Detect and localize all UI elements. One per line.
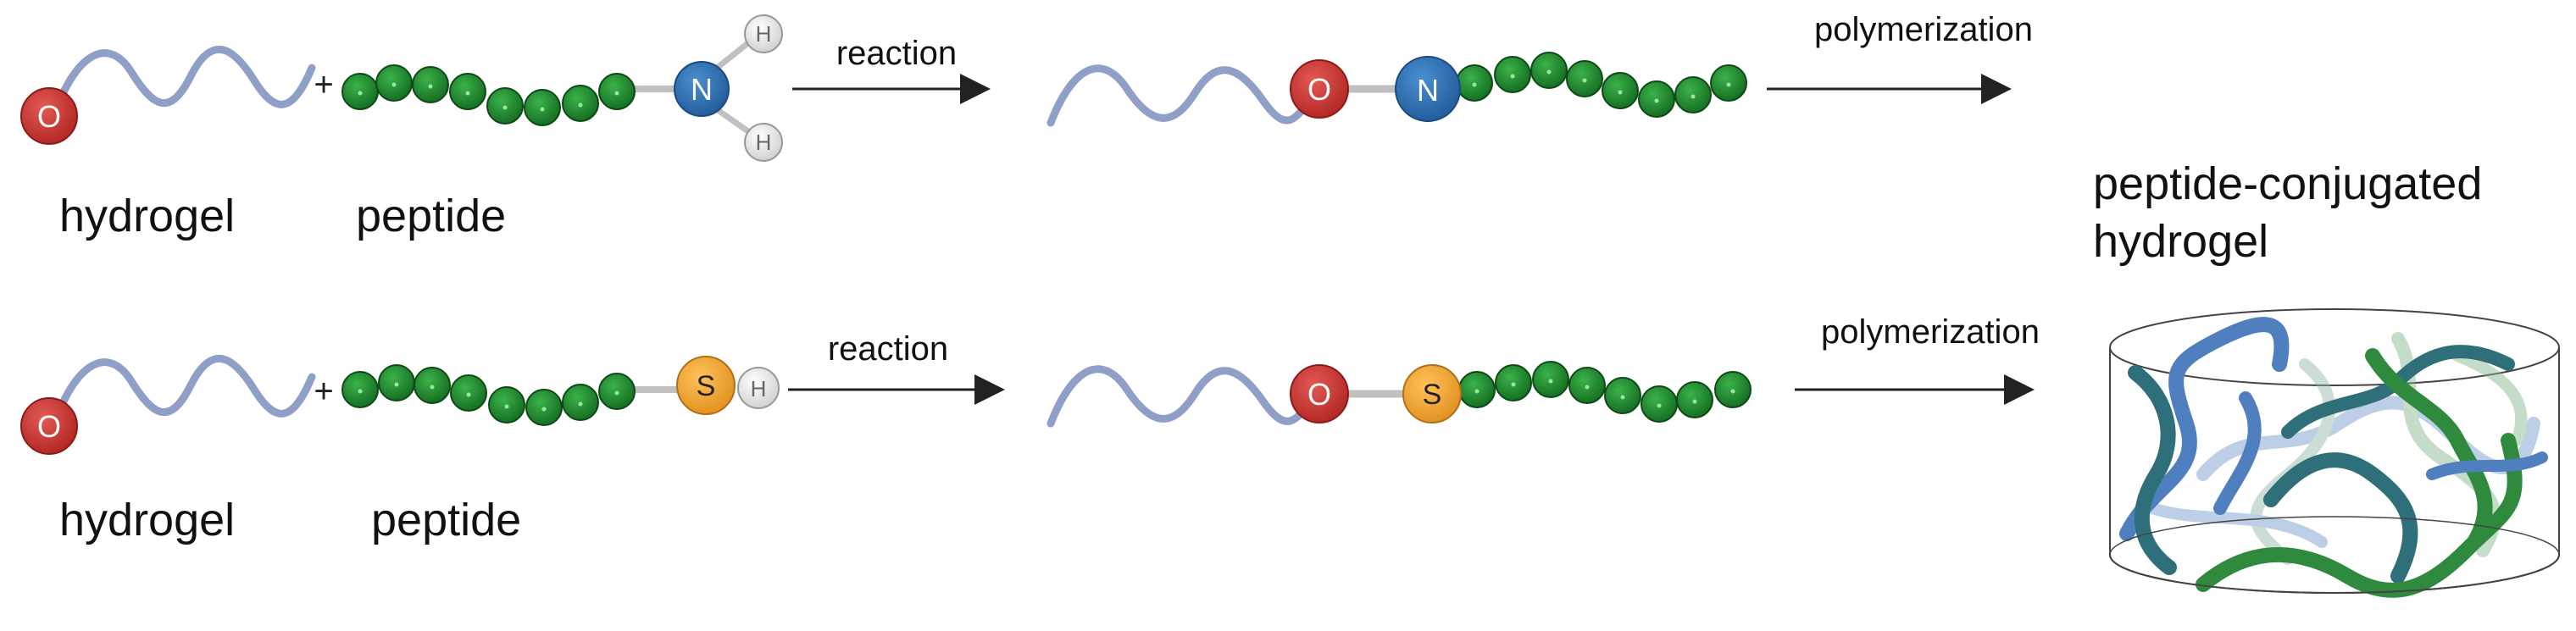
sulfur-label: S	[697, 370, 716, 402]
peptide-bead-highlight	[1474, 389, 1480, 394]
hydrogel-label: hydrogel	[59, 495, 235, 545]
hydrogel-molecule: O	[20, 45, 316, 145]
plus-sign: +	[314, 66, 333, 103]
reaction-label: reaction	[836, 35, 957, 72]
peptide-bead-highlight	[1726, 82, 1731, 87]
oxygen-atom	[20, 397, 78, 455]
peptide-bead-highlight	[504, 404, 509, 409]
product-title-line2: hydrogel	[2093, 216, 2268, 267]
peptide-bead-highlight	[578, 401, 583, 407]
hydrogel-molecule: O	[20, 354, 316, 455]
hydrogel-network-cylinder	[2109, 308, 2560, 598]
peptide-bead-highlight	[1730, 389, 1735, 394]
peptide-amine-molecule: N H H	[341, 14, 783, 162]
hydrogen-label: H	[756, 130, 772, 155]
peptide-thiol-molecule: S H	[341, 356, 780, 426]
peptide-bead-highlight	[614, 390, 619, 396]
peptide-bead-highlight	[1692, 399, 1697, 404]
plus-sign: +	[314, 373, 333, 410]
peptide-bead-highlight	[541, 407, 547, 412]
oxygen-atom	[1290, 364, 1349, 423]
polymerization-label: polymerization	[1821, 313, 2040, 351]
peptide-bead-highlight	[1618, 90, 1623, 95]
hydrogel-label: hydrogel	[59, 191, 235, 241]
peptide-bead-highlight	[1654, 98, 1659, 103]
conjugate-thioether-molecule: O S	[1046, 361, 1752, 428]
oxygen-label: O	[1307, 377, 1331, 412]
peptide-bead-highlight	[466, 392, 471, 397]
peptide-bead-highlight	[1511, 382, 1516, 387]
nitrogen-atom	[1395, 56, 1461, 122]
hydrogen-atom	[744, 123, 783, 162]
peptide-bead-highlight	[358, 389, 363, 394]
nitrogen-label: N	[691, 72, 713, 107]
oxygen-atom	[20, 87, 78, 145]
peptide-label: peptide	[356, 191, 506, 241]
peptide-bead-chain	[1458, 361, 1752, 423]
row2: O + S H hydrogel peptide reaction O S po…	[20, 313, 2040, 545]
peptide-bead-highlight	[1546, 69, 1552, 75]
polymerization-label: polymerization	[1814, 11, 2033, 48]
peptide-bead-highlight	[1548, 379, 1553, 384]
peptide-bead-highlight	[1472, 82, 1477, 87]
reaction-label: reaction	[828, 330, 948, 368]
sulfur-label: S	[1423, 379, 1442, 411]
oxygen-atom	[1290, 59, 1349, 119]
peptide-bead-highlight	[502, 105, 508, 110]
peptide-bead-highlight	[1620, 395, 1625, 400]
peptide-bead-chain	[1456, 52, 1747, 118]
sulfur-atom	[1402, 364, 1462, 423]
peptide-bead-highlight	[391, 82, 397, 87]
oxygen-label: O	[37, 99, 61, 134]
hydrogen-label: H	[751, 376, 767, 401]
conjugate-amide-molecule: O N	[1046, 52, 1747, 127]
row1: O + N H H hydrogel peptide reaction O	[20, 11, 2033, 241]
peptide-bead-highlight	[430, 385, 435, 390]
oxygen-label: O	[37, 409, 61, 444]
hydrogen-atom	[737, 367, 780, 409]
peptide-bead-highlight	[540, 107, 545, 112]
peptide-label: peptide	[371, 495, 521, 545]
oxygen-label: O	[1307, 72, 1331, 107]
peptide-bead-highlight	[465, 91, 470, 96]
peptide-bead-highlight	[578, 102, 583, 108]
product-title-line1: peptide-conjugated	[2093, 158, 2482, 209]
peptide-bead-highlight	[1585, 385, 1590, 390]
peptide-bead-highlight	[428, 84, 433, 89]
peptide-bead-chain	[341, 364, 636, 426]
peptide-bead-highlight	[1690, 94, 1696, 99]
peptide-bead-highlight	[1582, 78, 1587, 83]
sulfur-atom	[676, 356, 736, 415]
nitrogen-label: N	[1417, 73, 1439, 108]
peptide-bead-highlight	[358, 91, 363, 96]
peptide-bead-chain	[341, 64, 636, 126]
nitrogen-atom	[674, 61, 730, 117]
peptide-bead-highlight	[394, 382, 399, 387]
peptide-bead-highlight	[1510, 74, 1515, 79]
peptide-bead-highlight	[614, 91, 619, 96]
peptide-bead-highlight	[1657, 403, 1662, 408]
hydrogen-atom	[744, 14, 783, 53]
hydrogen-label: H	[756, 21, 772, 47]
